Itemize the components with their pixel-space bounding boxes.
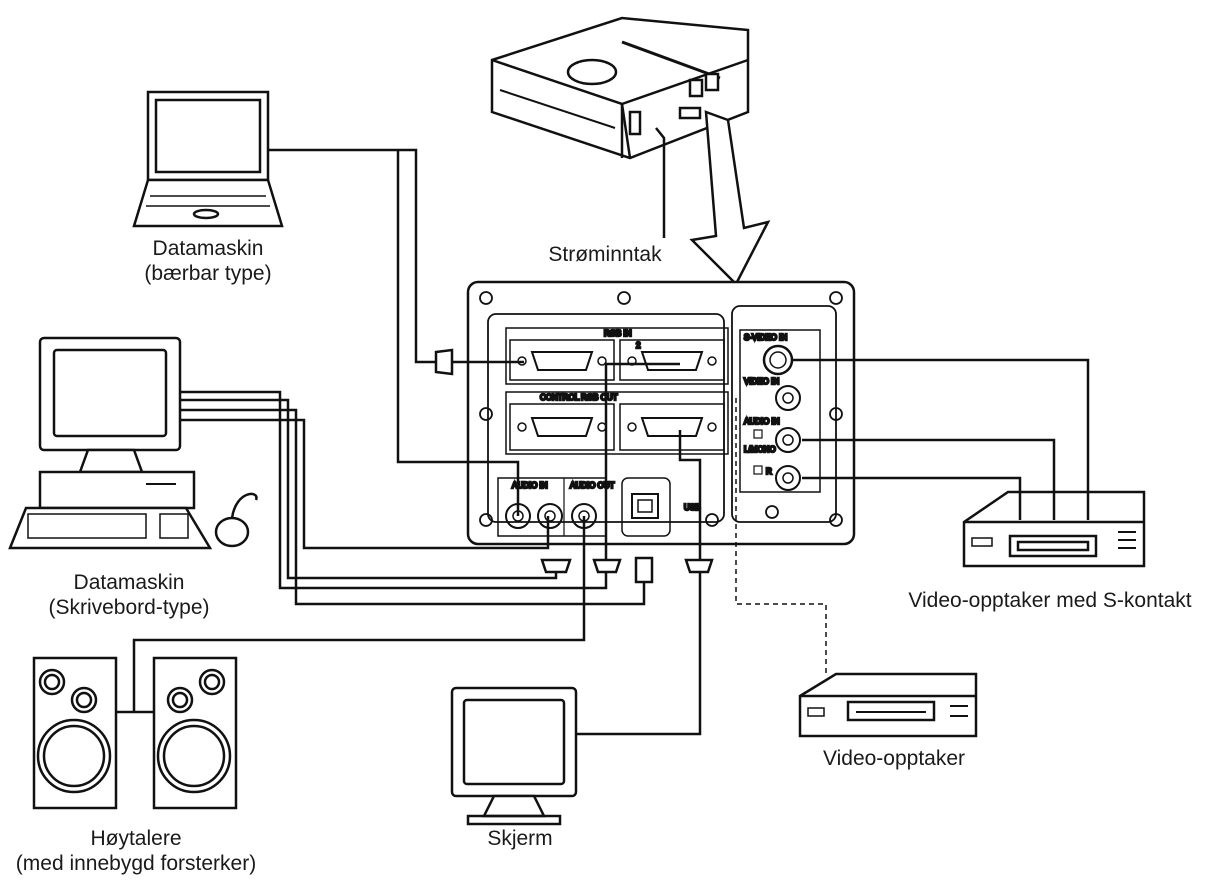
plug-audio-b xyxy=(592,558,622,574)
desktop-label: Datamaskin (Skrivebord-type) xyxy=(24,570,234,620)
svideo-vcr xyxy=(962,490,1146,568)
power-label: Strøminntak xyxy=(548,243,662,266)
cable-laptop-audio xyxy=(396,150,520,516)
laptop-label-line2: (bærbar type) xyxy=(144,262,272,285)
rgb-in-label: RGB IN xyxy=(604,329,632,338)
zoom-arrow xyxy=(689,110,771,287)
plug-usb xyxy=(634,556,654,584)
audio-in-right-label: AUDIO IN xyxy=(744,417,780,426)
vga-plug-laptop xyxy=(434,348,454,376)
audio-in-label: AUDIO IN xyxy=(512,481,548,490)
cable-svideo xyxy=(792,358,1090,520)
cable-desktop-rgb2 xyxy=(180,362,680,590)
cable-desktop-aux xyxy=(180,418,550,550)
cable-audio-r xyxy=(802,476,1022,520)
speakers-label-line2: (med innebygd forsterker) xyxy=(15,852,257,875)
cable-laptop-rgb xyxy=(268,148,436,364)
audio-out-label: AUDIO OUT xyxy=(570,481,615,490)
desktop-label-line1: Datamaskin xyxy=(73,571,185,594)
plug-monitor xyxy=(684,558,714,574)
laptop-computer xyxy=(132,90,284,228)
vcr xyxy=(798,672,978,738)
speakers-label: Høytalere (med innebygd forsterker) xyxy=(2,826,270,876)
cable-desktop-usb xyxy=(180,408,646,606)
rgb-in-2-label: 2 xyxy=(636,341,641,350)
speakers-label-line1: Høytalere xyxy=(90,827,182,850)
svideo-vcr-label: Video-opptaker med S-kontakt xyxy=(908,589,1192,612)
projector xyxy=(490,16,750,160)
cable-audio-l xyxy=(802,438,1056,520)
desktop-label-line2: (Skrivebord-type) xyxy=(48,596,210,619)
l-mono-label: L/MONO xyxy=(744,445,776,454)
monitor-label: Skjerm xyxy=(487,827,553,850)
desktop-computer xyxy=(8,336,258,550)
s-video-in-label: S-VIDEO IN xyxy=(744,333,787,342)
r-label: R xyxy=(766,467,772,476)
cables xyxy=(132,148,1090,736)
cable-monitor xyxy=(678,430,702,560)
power-cable xyxy=(655,127,666,238)
laptop-label: Datamaskin (bærbar type) xyxy=(118,236,298,286)
laptop-label-line1: Datamaskin xyxy=(152,237,264,260)
monitor xyxy=(450,686,578,826)
speakers xyxy=(32,656,238,810)
usb-label: USB xyxy=(684,503,700,512)
plug-audio-a xyxy=(540,558,572,574)
cable-video-dashed xyxy=(735,398,827,674)
connector-panel: RGB IN 2 CONTROL RGB OUT AUDIO IN AUDIO … xyxy=(466,280,856,546)
vcr-label: Video-opptaker xyxy=(822,747,966,770)
video-in-label: VIDEO IN xyxy=(744,377,779,386)
control-rgb-out-label: CONTROL RGB OUT xyxy=(540,393,618,402)
cable-speakers xyxy=(132,572,586,712)
